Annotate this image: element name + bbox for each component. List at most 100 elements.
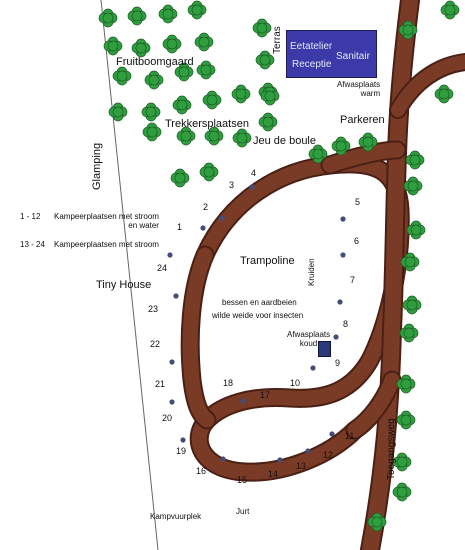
- pitch-marker: [180, 437, 186, 443]
- afwasplaats-warm-label: Afwasplaats warm: [337, 80, 381, 98]
- pitch-2: 2: [203, 202, 209, 212]
- tiny-house-label: Tiny House: [96, 279, 152, 291]
- pitch-marker: [219, 215, 225, 221]
- tree-icon: [392, 482, 412, 502]
- legend-range-2: 13 - 24: [20, 240, 45, 249]
- pitch-marker: [169, 399, 175, 405]
- tree-icon: [187, 0, 207, 20]
- eetatelier-label: Eetatelier: [290, 41, 333, 52]
- tree-icon: [402, 295, 422, 315]
- tree-icon: [255, 50, 275, 70]
- tree-icon: [405, 150, 425, 170]
- pitch-24: 24: [157, 263, 168, 273]
- trampoline-label: Trampoline: [240, 255, 295, 267]
- tree-icon: [112, 66, 132, 86]
- terras-label: Terras: [272, 26, 283, 54]
- pitch-marker: [333, 334, 339, 340]
- tree-icon: [108, 102, 128, 122]
- pitch-18: 18: [223, 378, 234, 388]
- pitch-marker: [167, 252, 173, 258]
- trekkersplaatsen-label: Trekkersplaatsen: [165, 118, 249, 130]
- pitch-5: 5: [355, 197, 361, 207]
- tree-icon: [162, 34, 182, 54]
- pitch-19: 19: [176, 446, 187, 456]
- bessen-label: bessen en aardbeien: [222, 298, 297, 307]
- pitch-marker: [173, 293, 179, 299]
- tree-icon: [170, 168, 190, 188]
- tree-icon: [403, 176, 423, 196]
- tree-icon: [127, 6, 147, 26]
- pitch-16: 16: [196, 466, 207, 476]
- pitch-marker: [329, 431, 335, 437]
- sanitair-label: Sanitair: [336, 51, 370, 62]
- tree-icon: [258, 112, 278, 132]
- tree-icon: [434, 84, 454, 104]
- tree-icon: [141, 102, 161, 122]
- pitch-8: 8: [343, 319, 349, 329]
- pitch-marker: [340, 216, 346, 222]
- pitch-marker: [200, 225, 206, 231]
- pitch-marker: [220, 456, 226, 462]
- tree-icon: [103, 36, 123, 56]
- parkeren-label: Parkeren: [340, 114, 385, 126]
- tree-icon: [396, 374, 416, 394]
- legend-text-2: Kampeerplaatsen met stroom: [54, 240, 159, 249]
- pitch-17: 17: [260, 390, 271, 400]
- tree-icon: [194, 32, 214, 52]
- tree-icon: [142, 122, 162, 142]
- pitch-marker: [240, 398, 246, 404]
- pitch-3: 3: [229, 180, 235, 190]
- tree-icon: [176, 126, 196, 146]
- jeu-de-boule-label: Jeu de boule: [253, 135, 316, 147]
- road: [180, 0, 465, 550]
- pitch-4: 4: [251, 168, 257, 178]
- pitch-marker: [340, 252, 346, 258]
- tree-icon: [252, 18, 272, 38]
- pitch-marker: [249, 184, 255, 190]
- boundary-line: [100, 0, 159, 550]
- tree-icon: [144, 70, 164, 90]
- main-building: Eetatelier Sanitair Receptie: [286, 30, 377, 78]
- tree-icon: [232, 128, 252, 148]
- tree-icon: [399, 323, 419, 343]
- kruiden-label: Kruiden: [307, 258, 316, 286]
- pitch-9: 9: [335, 358, 341, 368]
- pitch-6: 6: [354, 236, 360, 246]
- wilde-weide-label: wilde weide voor insecten: [212, 311, 304, 320]
- toegangsweg-label: Toegangsweg: [386, 418, 397, 480]
- tree-icon: [398, 20, 418, 40]
- pitch-marker: [169, 359, 175, 365]
- pitch-13: 13: [296, 461, 307, 471]
- tree-icon: [199, 162, 219, 182]
- legend-range-1: 1 - 12: [20, 212, 41, 221]
- pitch-14: 14: [268, 469, 279, 479]
- tree-icon: [158, 4, 178, 24]
- tree-icon: [331, 136, 351, 156]
- kampvuurplek-label: Kampvuurplek: [150, 512, 202, 521]
- tree-icon: [400, 252, 420, 272]
- tree-icon: [358, 132, 378, 152]
- pitch-marker: [310, 365, 316, 371]
- tree-icon: [202, 90, 222, 110]
- receptie-label: Receptie: [292, 59, 332, 70]
- tree-icon: [440, 0, 460, 20]
- legend-text-1: Kampeerplaatsen met stroom en water: [54, 212, 159, 230]
- tree-icon: [406, 220, 426, 240]
- tree-icon: [367, 512, 387, 532]
- jurt-label: Jurt: [236, 507, 250, 516]
- pitch-marker: [277, 457, 283, 463]
- tree-icon: [231, 84, 251, 104]
- pitch-20: 20: [162, 413, 173, 423]
- pitch-11: 11: [345, 431, 355, 441]
- tree-icon: [98, 8, 118, 28]
- trees: [98, 0, 460, 532]
- pitch-22: 22: [150, 339, 161, 349]
- pitch-marker: [305, 448, 311, 454]
- pitch-markers: [167, 184, 346, 463]
- tree-icon: [204, 126, 224, 146]
- pitch-7: 7: [350, 275, 356, 285]
- pitch-23: 23: [148, 304, 159, 314]
- fruitboomgaard-label: Fruitboomgaard: [116, 56, 194, 68]
